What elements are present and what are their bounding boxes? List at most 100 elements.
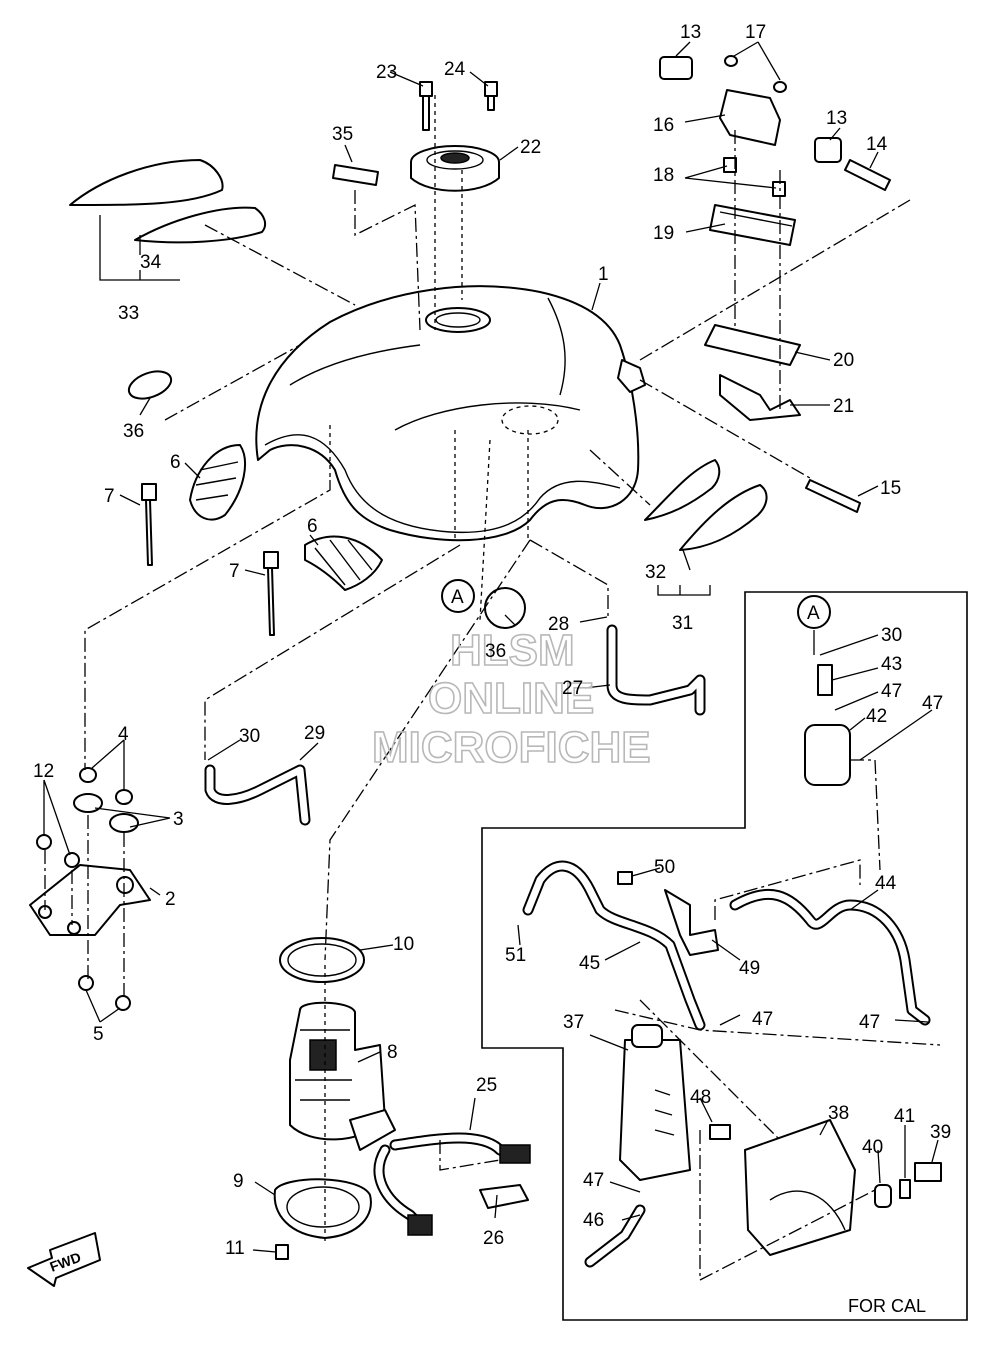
for-cal-boundary: [481, 591, 968, 1321]
oval-pad-lower: [484, 587, 526, 629]
callout-13a: 13: [680, 22, 701, 43]
callout-7b: 7: [229, 561, 240, 582]
callout-7a: 7: [104, 486, 115, 507]
callout-10: 10: [393, 934, 414, 955]
callout-15: 15: [880, 478, 901, 499]
callout-47b: 47: [922, 693, 943, 714]
callout-5: 5: [93, 1024, 104, 1045]
collar-41: [899, 1179, 911, 1199]
callout-13b: 13: [826, 108, 847, 129]
callout-3: 3: [173, 809, 184, 830]
callout-6b: 6: [307, 516, 318, 537]
bracket-49: [664, 889, 719, 956]
cable-ties: [141, 483, 279, 636]
bolt-48: [709, 1124, 731, 1140]
side-cover-right: [644, 459, 768, 551]
callout-32: 32: [645, 562, 666, 583]
callout-21: 21: [833, 396, 854, 417]
side-cover-left: [69, 159, 267, 244]
mounting-bracket: [29, 767, 151, 1011]
callout-30b: 30: [881, 625, 902, 646]
callout-35: 35: [332, 124, 353, 145]
callout-9: 9: [233, 1171, 244, 1192]
marker-a-circle-1: [441, 579, 475, 613]
callout-45: 45: [579, 953, 600, 974]
leader-lines: [43, 41, 939, 1253]
cap-bolts: [419, 81, 498, 131]
callout-12: 12: [33, 761, 54, 782]
callout-51: 51: [505, 945, 526, 966]
callout-11: 11: [225, 1238, 245, 1259]
callout-19: 19: [653, 223, 674, 244]
callout-14: 14: [866, 134, 888, 155]
callout-47c: 47: [752, 1009, 773, 1030]
callout-28: 28: [548, 614, 569, 635]
callout-22: 22: [520, 137, 541, 158]
watermark: HLSM ONLINE MICROFICHE: [371, 625, 651, 773]
watermark-line3: MICROFICHE: [372, 723, 651, 772]
part-callouts: 1 2 3 4 5 6 6 7 7 8 9 10 11 12 13 13 14 …: [33, 22, 951, 1259]
callout-31: 31: [672, 613, 693, 634]
fuel-filler-cap: [410, 145, 500, 192]
grommet-40: [874, 1184, 892, 1208]
marker-a-circle-2: [797, 595, 831, 629]
callout-25: 25: [476, 1075, 497, 1096]
callout-47a: 47: [881, 681, 902, 702]
bolt-50: [617, 871, 633, 885]
callout-1: 1: [598, 264, 609, 285]
callout-16: 16: [653, 115, 674, 136]
callout-2: 2: [165, 889, 176, 910]
callout-4: 4: [118, 724, 129, 745]
callout-24: 24: [444, 59, 466, 80]
bolt-15: [805, 479, 861, 513]
callout-26: 26: [483, 1228, 504, 1249]
callout-43: 43: [881, 654, 902, 675]
bolt-39: [914, 1162, 942, 1182]
callout-17: 17: [745, 22, 766, 43]
fwd-arrow: FWD: [27, 1232, 101, 1287]
callout-6a: 6: [170, 452, 181, 473]
protector-pad-a: [189, 444, 246, 521]
callout-37: 37: [563, 1012, 584, 1033]
callout-33: 33: [118, 303, 139, 324]
callout-50: 50: [654, 857, 675, 878]
callout-38: 38: [828, 1103, 849, 1124]
callout-39: 39: [930, 1122, 951, 1143]
charcoal-canister: [619, 1024, 691, 1181]
callout-30a: 30: [239, 726, 260, 747]
callout-42: 42: [866, 706, 887, 727]
watermark-line1: HLSM: [450, 626, 575, 675]
for-cal-label: FOR CAL: [848, 1296, 926, 1316]
callout-34: 34: [140, 252, 162, 273]
callout-27: 27: [562, 678, 583, 699]
fuel-pump-assembly: [273, 937, 396, 1260]
callout-47e: 47: [583, 1170, 604, 1191]
wire-harness: [373, 1132, 531, 1236]
callout-36a: 36: [123, 421, 144, 442]
emblem: [332, 164, 379, 186]
callout-8: 8: [387, 1042, 398, 1063]
reference-lines: [44, 95, 941, 1282]
marker-a-2: A: [807, 603, 820, 624]
hose-45: [522, 860, 706, 1031]
rollover-valve-bracket: [659, 55, 891, 421]
fuel-tank: [255, 285, 646, 542]
watermark-line2: ONLINE: [428, 674, 594, 723]
callout-20: 20: [833, 350, 854, 371]
callout-41: 41: [894, 1106, 915, 1127]
callout-44: 44: [875, 873, 897, 894]
callout-46: 46: [583, 1210, 604, 1231]
callout-49: 49: [739, 958, 760, 979]
canister-bracket: [744, 1119, 856, 1256]
callout-23: 23: [376, 62, 397, 83]
oval-pad-upper: [127, 370, 173, 400]
callout-18: 18: [653, 165, 674, 186]
protector-pad-b: [304, 535, 383, 591]
marker-a-1: A: [451, 587, 464, 608]
callout-29: 29: [304, 723, 325, 744]
callout-36b: 36: [485, 641, 506, 662]
fuel-filter-42: [804, 664, 851, 786]
callout-48: 48: [690, 1087, 711, 1108]
callout-47d: 47: [859, 1012, 880, 1033]
